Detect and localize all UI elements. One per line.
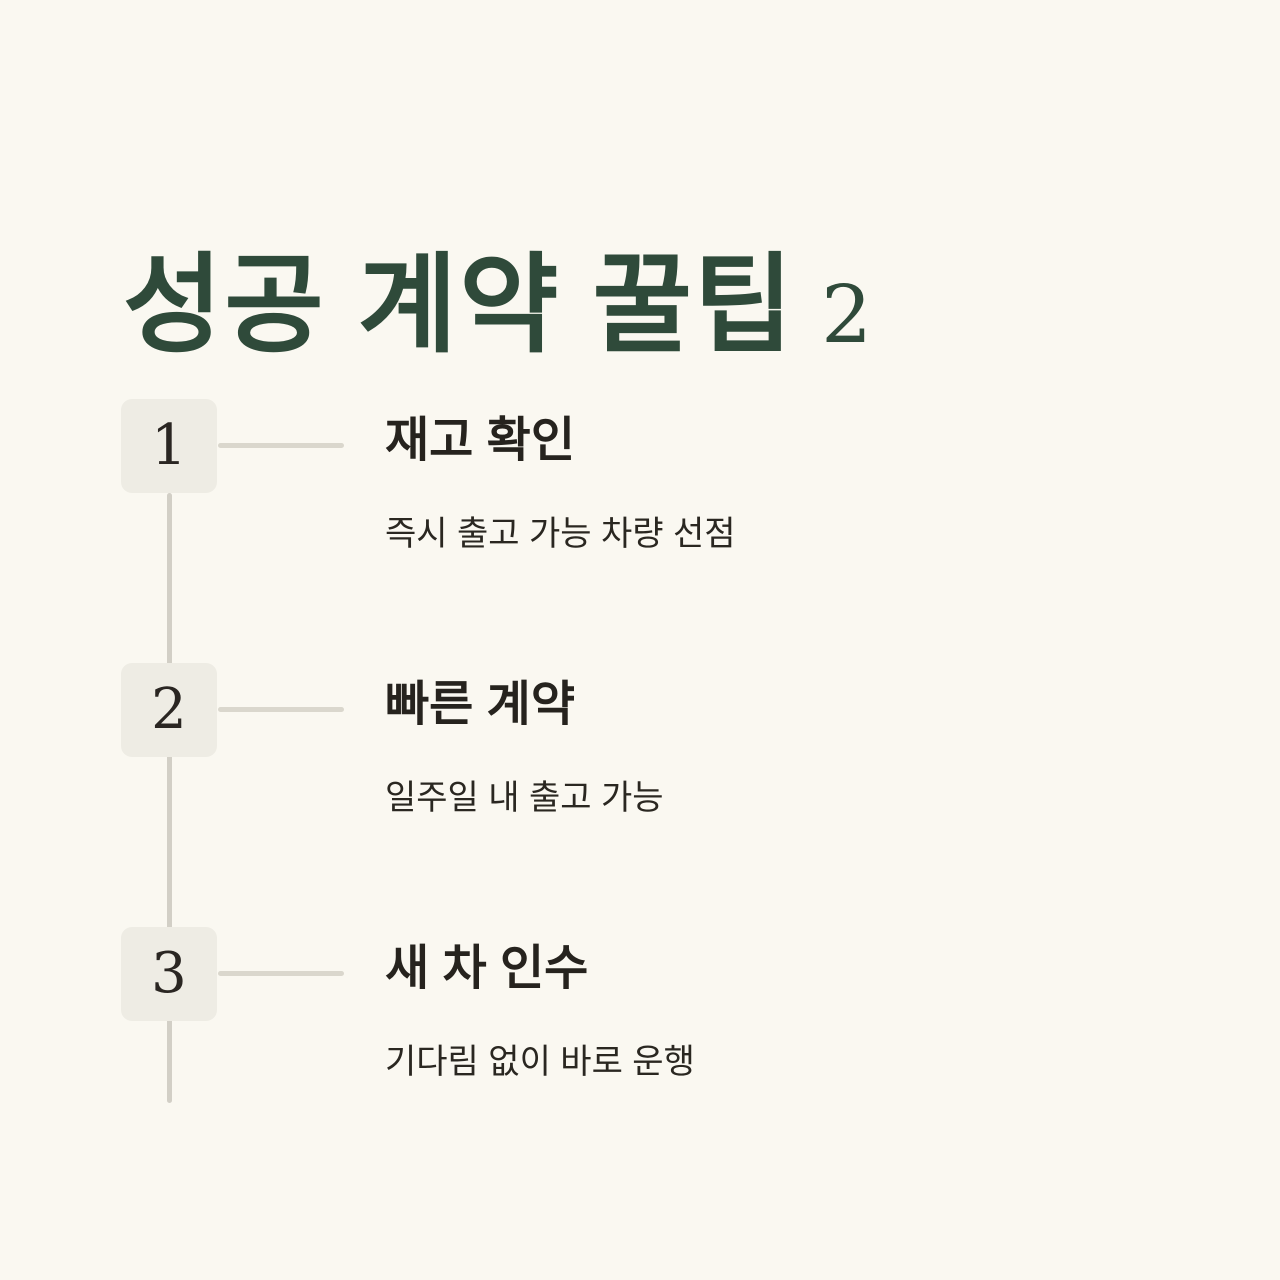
timeline-vertical-line <box>167 493 172 1103</box>
step-3-number: 3 <box>151 941 187 1006</box>
step-1-number: 1 <box>151 413 187 478</box>
page-title-korean: 성공 계약 꿀팁 <box>123 244 796 366</box>
step-1-connector-line <box>218 443 344 448</box>
step-1-title: 재고 확인 <box>385 414 575 467</box>
step-2-number: 2 <box>151 677 187 742</box>
step-2-title: 빠른 계약 <box>385 678 575 731</box>
step-2-connector-line <box>218 707 344 712</box>
step-3-title: 새 차 인수 <box>385 942 589 995</box>
step-2-number-box: 2 <box>121 663 217 757</box>
step-1-subtitle: 즉시 출고 가능 차량 선점 <box>385 515 736 553</box>
step-3-subtitle: 기다림 없이 바로 운행 <box>385 1043 695 1081</box>
step-2-subtitle: 일주일 내 출고 가능 <box>385 779 664 817</box>
step-3-connector-line <box>218 971 344 976</box>
step-1-number-box: 1 <box>121 399 217 493</box>
page-title-number: 2 <box>821 268 873 362</box>
page-title: 성공 계약 꿀팁 2 <box>123 235 872 375</box>
step-3-number-box: 3 <box>121 927 217 1021</box>
